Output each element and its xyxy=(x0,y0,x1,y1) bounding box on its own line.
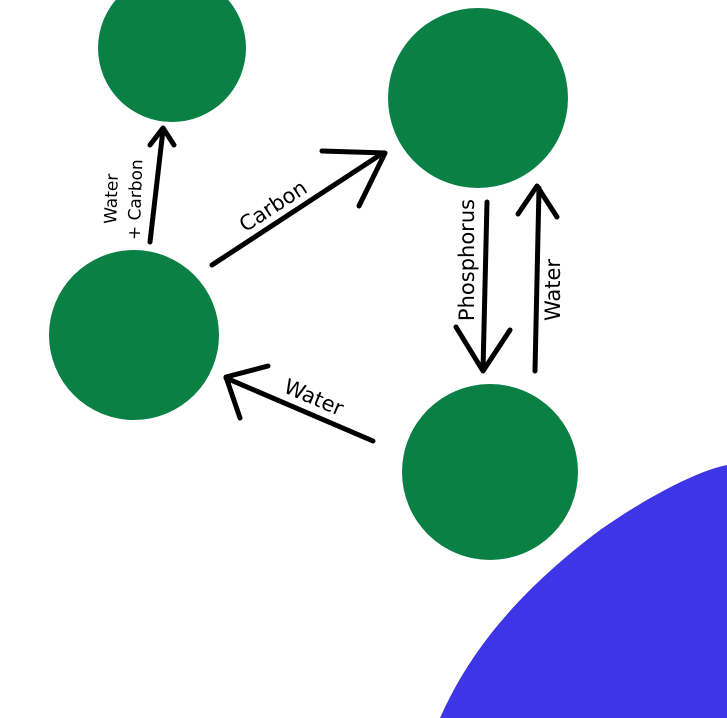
label-phosphorus: Phosphorus xyxy=(455,199,479,321)
arrow-water-left xyxy=(223,363,376,444)
node-top-right xyxy=(388,8,568,188)
node-top-left xyxy=(98,0,246,122)
label-water-up: Water xyxy=(541,259,565,321)
blue-blob xyxy=(440,465,727,718)
label-plus-carbon: + Carbon xyxy=(125,159,148,241)
arrow-carbon xyxy=(209,148,388,268)
node-bottom-right xyxy=(402,384,578,560)
node-left xyxy=(49,250,219,420)
arrow-phosphorus xyxy=(453,199,513,374)
arrow-water-up xyxy=(515,183,560,374)
arrow-water-carbon xyxy=(147,125,177,245)
label-water: Water xyxy=(101,173,123,224)
